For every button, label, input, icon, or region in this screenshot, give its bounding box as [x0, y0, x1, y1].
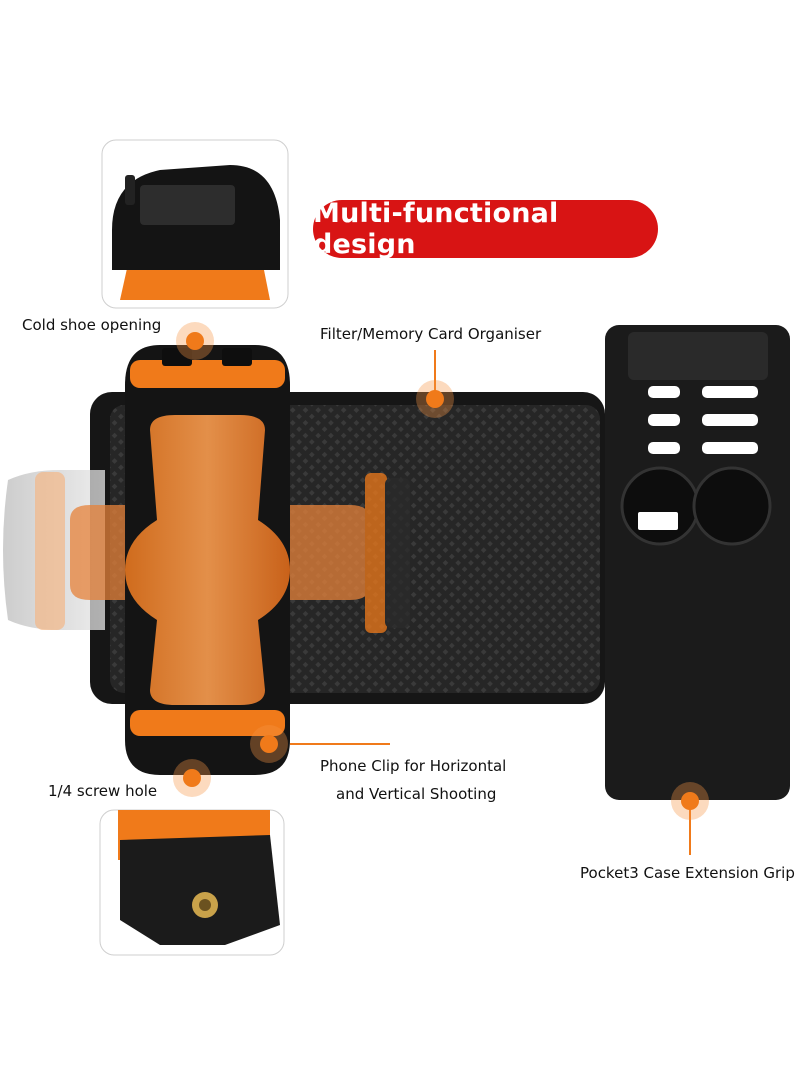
label-extension-grip: Pocket3 Case Extension Grip — [580, 864, 795, 882]
label-filter-organiser: Filter/Memory Card Organiser — [320, 325, 542, 343]
phone-clip-vertical — [125, 345, 290, 775]
label-phone-clip-line2: and Vertical Shooting — [336, 785, 497, 803]
label-screw-hole: 1/4 screw hole — [48, 782, 158, 800]
callout-dot-organiser — [416, 380, 454, 418]
label-phone-clip-line1: Phone Clip for Horizontal — [320, 757, 507, 775]
label-cold-shoe: Cold shoe opening — [22, 316, 162, 334]
label-phone-clip: Phone Clip for Horizontal and Vertical S… — [320, 752, 540, 808]
page-title: Multi-functional design — [313, 198, 658, 260]
callout-dot-phone-clip — [250, 725, 288, 763]
callout-dot-extension-grip — [671, 782, 709, 820]
screw-hole-detail — [99, 809, 285, 956]
extension-grip — [605, 325, 790, 800]
callout-dot-cold-shoe — [176, 322, 214, 360]
callout-dot-screw-hole — [173, 759, 211, 797]
cold-shoe-detail — [101, 139, 289, 309]
